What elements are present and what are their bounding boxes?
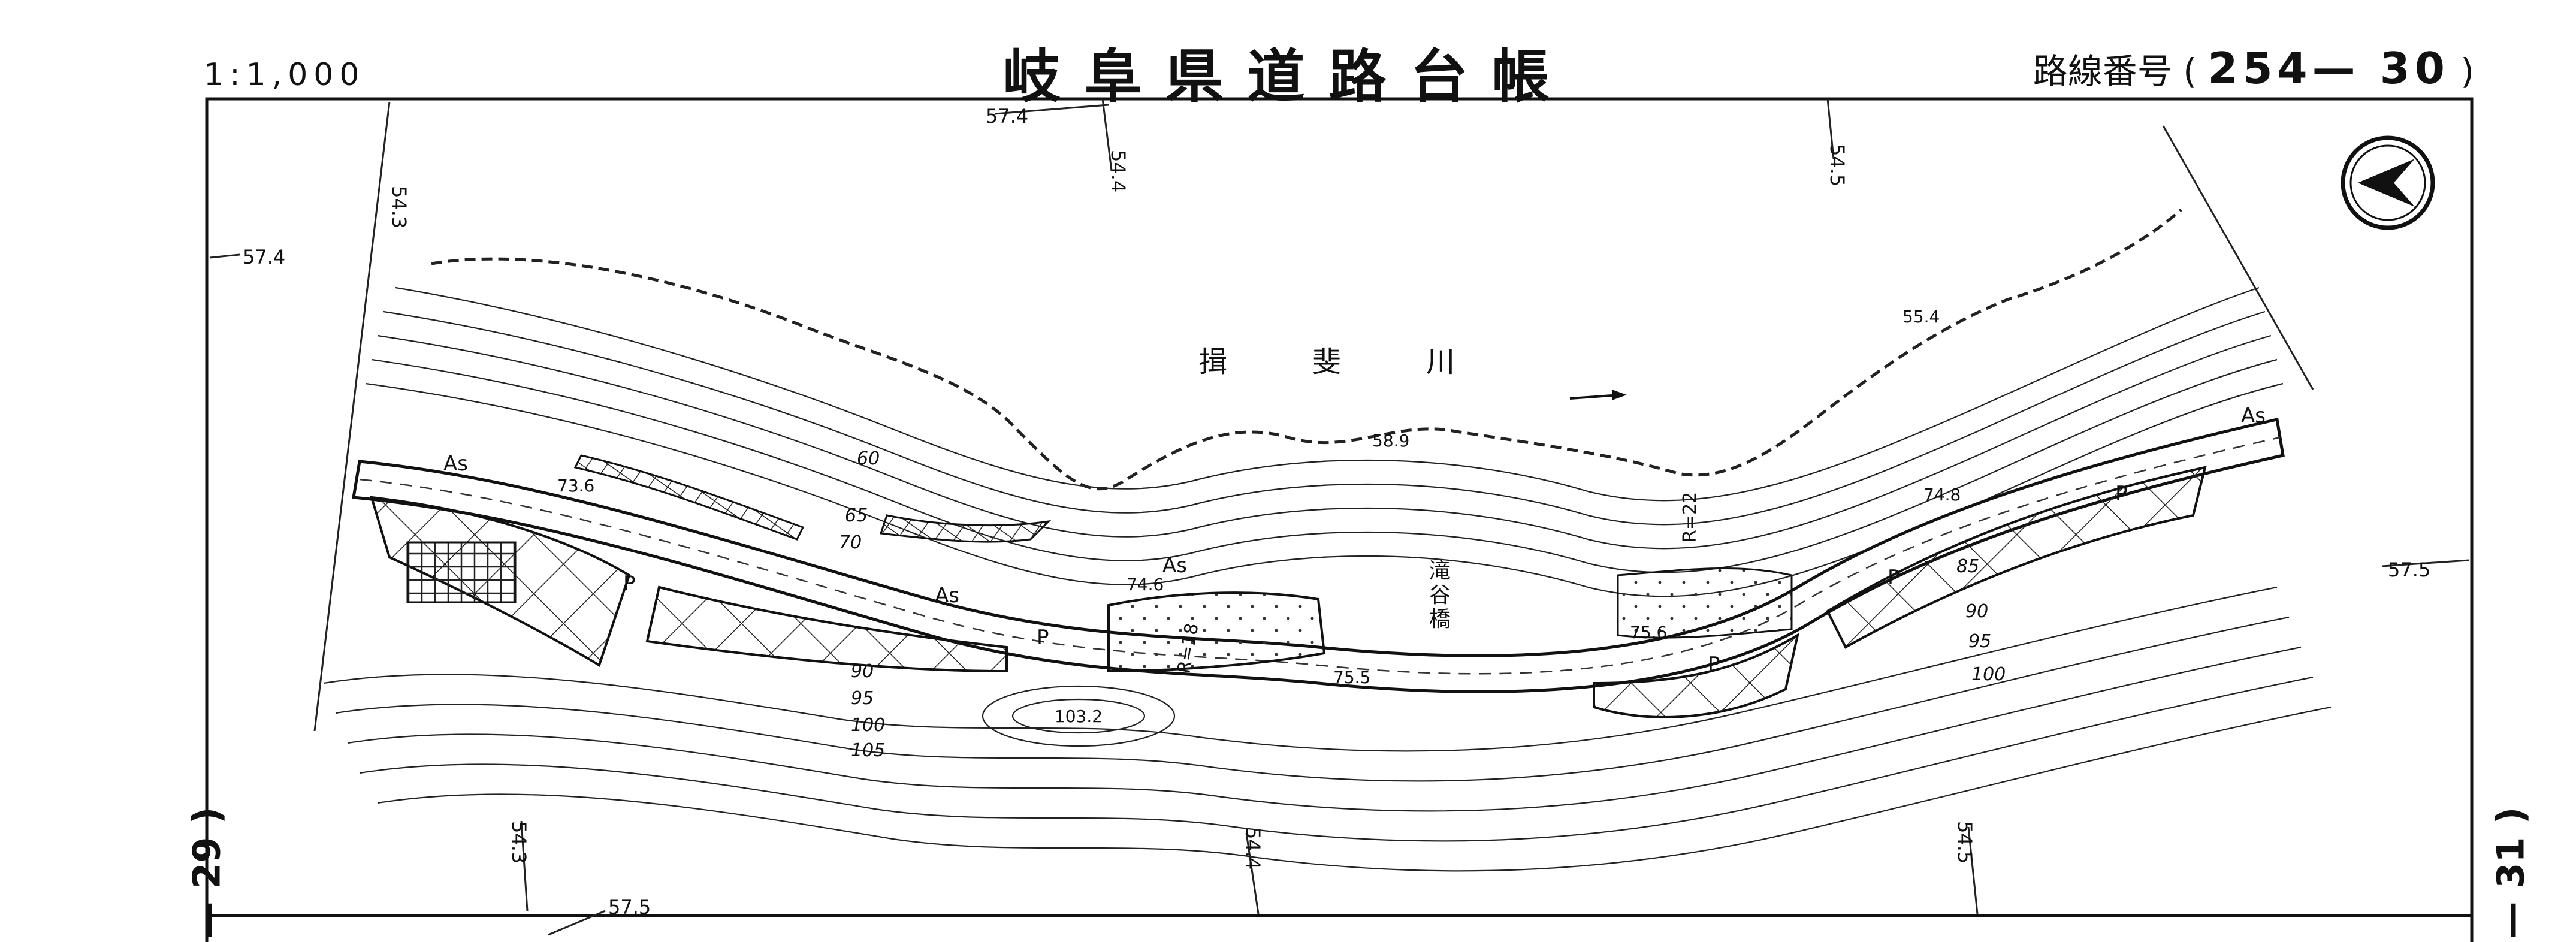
bridge-name-char-1: 滝	[1429, 559, 1451, 584]
contour-label-70: 70	[839, 532, 862, 553]
grid-label-bottom-left-y: 57.5	[608, 896, 651, 919]
grid-label-bottom-right-x: 54.5	[1953, 821, 1976, 864]
grid-line-54-4-top	[1101, 98, 1113, 171]
contour-label-90-right: 90	[1965, 601, 1988, 622]
spot-height-55-4: 55.4	[1902, 307, 1940, 327]
spot-height-75-5: 75.5	[1333, 668, 1370, 687]
spot-height-103-2: 103.2	[1055, 707, 1103, 726]
grid-line-57-4-left	[209, 253, 240, 259]
road-body	[352, 417, 2285, 693]
contour-label-90: 90	[851, 661, 874, 682]
bridge-name-char-2: 谷	[1429, 583, 1451, 608]
grid-label-top-right-x: 54.5	[1826, 144, 1849, 186]
map-frame	[205, 97, 2474, 942]
river-name-char-2: 斐	[1312, 345, 1341, 379]
grid-label-bottom-left-x: 54.3	[508, 821, 530, 864]
river-name-char-3: 川	[1426, 345, 1455, 379]
grid-label-left-y: 57.4	[243, 246, 285, 268]
grid-line-57-5-right	[2381, 559, 2469, 567]
spot-height-74-6: 74.6	[1127, 575, 1164, 594]
pavement-area-right	[1826, 466, 2207, 649]
route-number-label: 路線番号 ( 254— 30 )	[2033, 43, 2474, 93]
road-surface-as-3: As	[1162, 554, 1187, 578]
spot-height-58-9: 58.9	[1372, 431, 1409, 451]
grid-label-bottom-mid-x: 54.4	[1242, 827, 1264, 869]
grid-lines	[209, 98, 2469, 936]
contour-label-60: 60	[857, 448, 880, 469]
pavement-p-1: P	[623, 572, 636, 596]
map-scale: 1:1,000	[204, 57, 366, 93]
spot-height-73-6: 73.6	[557, 476, 594, 496]
route-close-paren: )	[2460, 51, 2474, 92]
road-surface-as-1: As	[443, 452, 468, 476]
route-label: 路線番号	[2033, 51, 2172, 92]
grid-label-right-y: 57.5	[2388, 558, 2430, 581]
contour-label-100-right: 100	[1971, 664, 2006, 685]
grid-line-57-4-top	[994, 104, 1109, 115]
north-arrow-icon	[2341, 135, 2435, 230]
contour-label-95-right: 95	[1968, 631, 1991, 652]
river-name-char-1: 揖	[1198, 345, 1227, 379]
grid-line-right	[2162, 125, 2314, 390]
grid-label-top-mid-y: 57.4	[986, 105, 1028, 128]
pavement-p-4: P	[1888, 566, 1900, 590]
route-open-paren: (	[2183, 51, 2197, 92]
grid-line-54-4-bottom	[1245, 832, 1260, 914]
grid-line-54-5-top	[1826, 98, 1835, 159]
contour-label-85: 85	[1956, 556, 1979, 577]
road-surface-as-2: As	[935, 584, 959, 608]
spot-height-74-8: 74.8	[1923, 485, 1961, 505]
curve-radius-22: R=22	[1680, 492, 1701, 542]
road-centerline	[359, 436, 2281, 675]
contour-label-95: 95	[851, 688, 874, 709]
grid-line-57-5-bottom	[548, 910, 606, 936]
grid-line-54-5-bottom	[1967, 826, 1979, 914]
retaining-wall-hatch	[879, 514, 1052, 543]
contour-label-100: 100	[851, 715, 885, 736]
pavement-p-3: P	[1708, 653, 1720, 677]
grid-line-54-3-bottom	[520, 820, 529, 911]
pavement-area-left-2	[645, 585, 1008, 673]
contour-lines-lower	[323, 586, 2332, 872]
contour-label-105: 105	[851, 740, 885, 761]
grid-label-top-left-x: 54.3	[388, 186, 410, 228]
bridge-name-char-3: 橋	[1429, 607, 1451, 632]
structure-block	[406, 541, 517, 603]
pavement-p-5: P	[2115, 482, 2128, 506]
retaining-wall-hatch-2	[573, 454, 805, 541]
contour-label-65: 65	[845, 505, 868, 526]
spot-height-75-6: 75.6	[1630, 623, 1667, 642]
riverbank-treeline	[431, 209, 2182, 491]
route-number: 254— 30	[2207, 43, 2450, 93]
grid-line-54-3	[313, 101, 391, 732]
bridge-approach-fill	[1107, 591, 1326, 673]
river-flow-arrow-icon	[1569, 390, 1627, 400]
road-surface-as-4: As	[2241, 404, 2266, 428]
pavement-area-mid	[1593, 632, 1799, 718]
contour-lines-upper	[365, 286, 2284, 597]
road-fill-right	[1617, 567, 1793, 639]
pavement-p-2: P	[1037, 626, 1049, 650]
grid-label-top-mid-x: 54.4	[1107, 150, 1130, 192]
